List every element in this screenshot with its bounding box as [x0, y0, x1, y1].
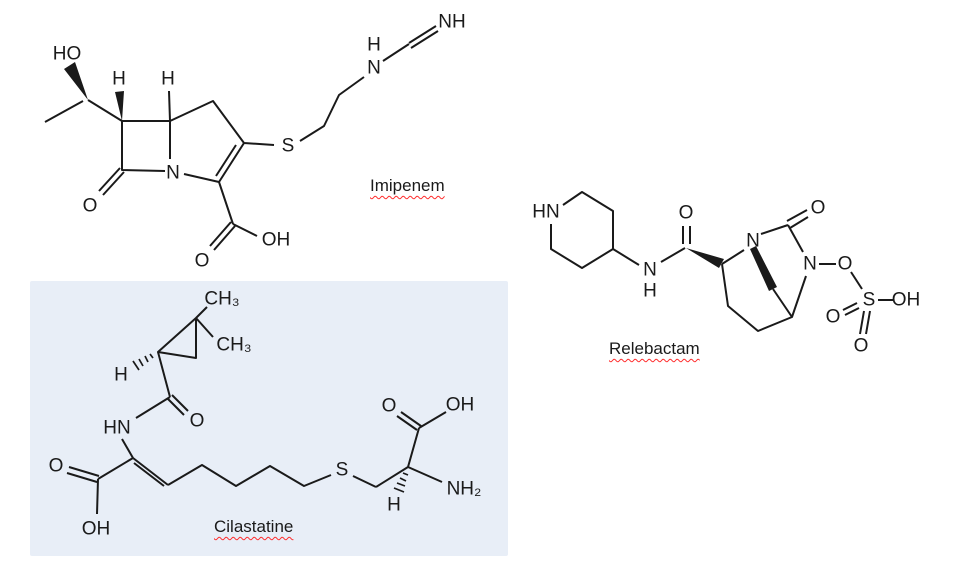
atom-label: O [190, 411, 205, 432]
atom-label: H [367, 35, 381, 56]
atom-label: OH [446, 395, 475, 416]
atom-label: O [679, 203, 694, 224]
relebactam-label: Relebactam [609, 339, 700, 358]
atom-label: N [803, 254, 817, 275]
atom-label: HN [532, 202, 559, 223]
atom-label: O [83, 196, 98, 217]
atom-label: OH [82, 519, 111, 540]
atom-label: CH₃ [204, 289, 239, 310]
cilastatine-label: Cilastatine [214, 517, 294, 536]
atom-label: HO [53, 44, 82, 65]
atom-label: O [382, 396, 397, 417]
atom-label: H [161, 69, 175, 90]
atom-label: OH [262, 230, 291, 251]
atom-label: N [746, 231, 760, 252]
atom-label: N [643, 260, 657, 281]
cilastatine-panel [30, 281, 508, 556]
atom-label: O [854, 336, 869, 357]
atom-label: S [282, 136, 295, 157]
atom-label: O [49, 456, 64, 477]
atom-label: N [367, 58, 381, 79]
atom-label: H [112, 69, 126, 90]
atom-label: OH [892, 290, 921, 311]
atom-label: O [826, 307, 841, 328]
cilastatine-hash-bonds [132, 353, 409, 493]
relebactam-wedge-bonds [686, 246, 777, 291]
imipenem-wedge-bonds [64, 62, 124, 121]
relebactam-bonds [550, 191, 893, 335]
imipenem-bonds [44, 25, 439, 251]
cilastatine-structure: CH₃ CH₃ H HN O O OH S O OH NH₂ H [49, 289, 482, 540]
atom-label: O [811, 198, 826, 219]
atom-label: N [166, 163, 180, 184]
cilastatine-bonds [66, 306, 447, 515]
atom-label: NH₂ [447, 479, 482, 500]
atom-label: HN [103, 418, 130, 439]
atom-label: H [387, 495, 401, 516]
atom-label: NH [438, 12, 465, 33]
imipenem-structure: HO H H N O O OH S H N NH [44, 12, 466, 272]
relebactam-structure: HN N H O N O N O S O O OH [532, 191, 921, 357]
atom-label: CH₃ [216, 335, 251, 356]
atom-label: S [863, 290, 876, 311]
atom-label: S [336, 460, 349, 481]
atom-label: H [114, 365, 128, 386]
atom-label: H [643, 281, 657, 302]
imipenem-label: Imipenem [370, 176, 445, 195]
atom-label: O [195, 251, 210, 272]
atom-label: O [838, 254, 853, 275]
